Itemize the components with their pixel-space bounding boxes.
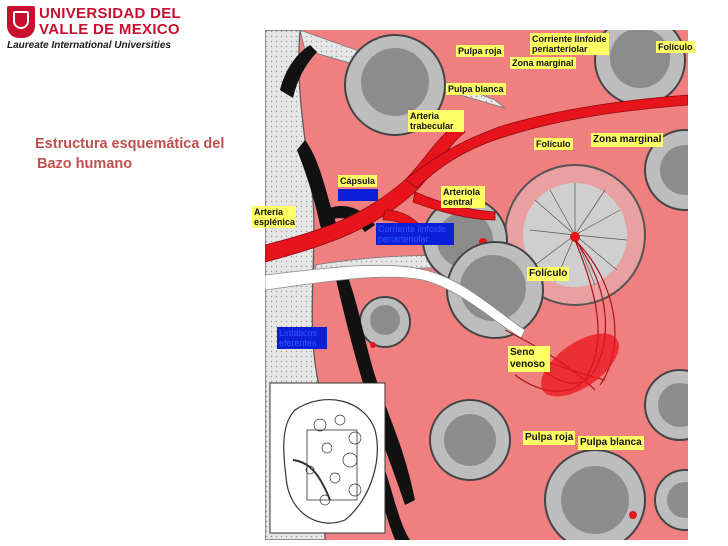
label-seno-venoso: Seno venoso <box>508 346 550 372</box>
follicle-bottom-far-right <box>654 469 688 531</box>
label-pulpa-blanca-bottom: Pulpa blanca <box>578 436 644 450</box>
label-foliculo-top-right: Folículo <box>656 41 695 53</box>
slide-title-line-2: Bazo humano <box>37 156 133 172</box>
follicle-small-left <box>359 296 411 348</box>
logo-tagline: Laureate International Universities <box>7 40 171 51</box>
arteriole-dot-2 <box>370 342 376 348</box>
follicle-bottom-right <box>544 449 646 540</box>
follicle-bottom-left <box>429 399 511 481</box>
label-foliculo-lower: Folículo <box>527 267 570 281</box>
logo-line-1: UNIVERSIDAD DEL <box>39 5 182 22</box>
follicle-lower <box>446 241 544 339</box>
blue-box-capsula <box>338 189 378 201</box>
label-pulpa-roja-bottom: Pulpa roja <box>523 431 576 445</box>
arteriole-dot-1 <box>629 511 637 519</box>
label-arteriola-central: Arteriola central <box>441 186 485 208</box>
university-logo: UNIVERSIDAD DEL VALLE DE MEXICO Laureate… <box>5 5 200 51</box>
logo-line-2: VALLE DE MEXICO <box>39 21 180 38</box>
slide-title-line-1: Estructura esquemática del <box>35 136 225 152</box>
spleen-inset-thumbnail <box>269 382 386 534</box>
follicle-right-edge <box>644 129 688 211</box>
blue-box-linfaticos-eferentes: Linfáticos eferentes <box>277 327 327 349</box>
label-zona-marginal-top: Zona marginal <box>510 57 576 69</box>
label-arteria-trabecular: Arteria trabecular <box>408 110 464 132</box>
label-arteria-esplenica: Arteria esplénica <box>252 206 296 228</box>
label-pulpa-blanca-top: Pulpa blanca <box>446 83 506 95</box>
vein-top <box>280 45 317 98</box>
label-capsula: Cápsula <box>338 175 378 187</box>
spleen-diagram <box>265 30 688 540</box>
venous-sinus-body <box>541 333 619 397</box>
shield-icon <box>7 6 35 38</box>
label-corriente-linfoide: Corriente linfoide periarteriolar <box>530 33 609 55</box>
blue-box-corriente-linfoide: Corriente linfoide periarteriolar <box>376 223 454 245</box>
label-pulpa-roja-top: Pulpa roja <box>456 45 504 57</box>
label-zona-marginal-mid: Zona marginal <box>591 133 664 147</box>
label-foliculo-mid: Folículo <box>534 138 573 150</box>
follicle-right-lower <box>644 369 688 441</box>
slide-title: Estructura esquemática del Bazo humano <box>35 134 255 174</box>
